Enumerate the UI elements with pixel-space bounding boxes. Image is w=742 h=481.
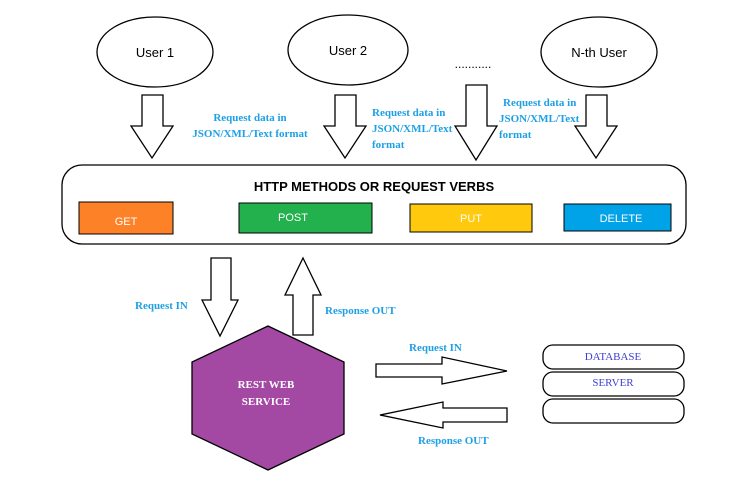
- user-2-node: User 2: [287, 14, 409, 86]
- response-out-label: Response OUT: [325, 305, 396, 317]
- method-post: POST: [238, 202, 373, 234]
- svg-text:format: format: [372, 139, 405, 151]
- request-label-2: Request data in JSON/XML/Text format: [372, 107, 453, 151]
- request-label-3: Request data in JSON/XML/Text format: [499, 97, 580, 141]
- svg-text:Request data in: Request data in: [503, 97, 576, 109]
- down-arrow-nth-user: [573, 94, 619, 160]
- method-get: GET: [78, 201, 174, 235]
- db-request-in-label: Request IN: [409, 342, 462, 354]
- method-delete: DELETE: [563, 203, 672, 232]
- svg-text:Request data in: Request data in: [372, 107, 445, 119]
- svg-text:PUT: PUT: [460, 213, 482, 225]
- user-1-node: User 1: [96, 16, 214, 88]
- svg-text:format: format: [499, 129, 532, 141]
- response-out-arrow: [283, 256, 323, 336]
- request-in-label: Request IN: [135, 300, 188, 312]
- down-arrow-user-1: [129, 94, 175, 160]
- nth-user-node: N-th User: [540, 16, 658, 88]
- request-label-1: Request data in JSON/XML/Text format: [192, 112, 308, 140]
- request-in-arrow: [200, 257, 240, 338]
- svg-text:SERVICE: SERVICE: [242, 396, 291, 408]
- down-arrow-user-2: [322, 94, 368, 160]
- svg-text:DELETE: DELETE: [600, 213, 643, 225]
- user-1-label: User 1: [136, 45, 174, 60]
- svg-text:POST: POST: [278, 212, 308, 224]
- more-users-ellipsis: ...........: [455, 57, 492, 71]
- method-put: PUT: [409, 203, 533, 233]
- http-methods-box: HTTP METHODS OR REQUEST VERBS GET POST P…: [61, 164, 687, 245]
- rest-web-service-node: REST WEB SERVICE: [191, 325, 345, 471]
- svg-text:SERVER: SERVER: [592, 377, 634, 389]
- down-arrow-user-middle: [453, 84, 499, 162]
- svg-text:JSON/XML/Text: JSON/XML/Text: [372, 123, 453, 135]
- db-request-arrow: [375, 356, 508, 385]
- db-response-out-label: Response OUT: [418, 435, 489, 447]
- database-server-node: DATABASE SERVER: [542, 344, 685, 424]
- svg-text:GET: GET: [115, 216, 138, 228]
- http-methods-title: HTTP METHODS OR REQUEST VERBS: [254, 179, 495, 194]
- user-2-label: User 2: [329, 43, 367, 58]
- svg-text:Request data in: Request data in: [213, 112, 286, 124]
- svg-text:DATABASE: DATABASE: [585, 351, 642, 363]
- svg-text:JSON/XML/Text: JSON/XML/Text: [499, 113, 580, 125]
- nth-user-label: N-th User: [571, 45, 627, 60]
- svg-text:JSON/XML/Text format: JSON/XML/Text format: [192, 128, 308, 140]
- db-response-arrow: [379, 401, 508, 429]
- svg-text:REST WEB: REST WEB: [238, 379, 295, 391]
